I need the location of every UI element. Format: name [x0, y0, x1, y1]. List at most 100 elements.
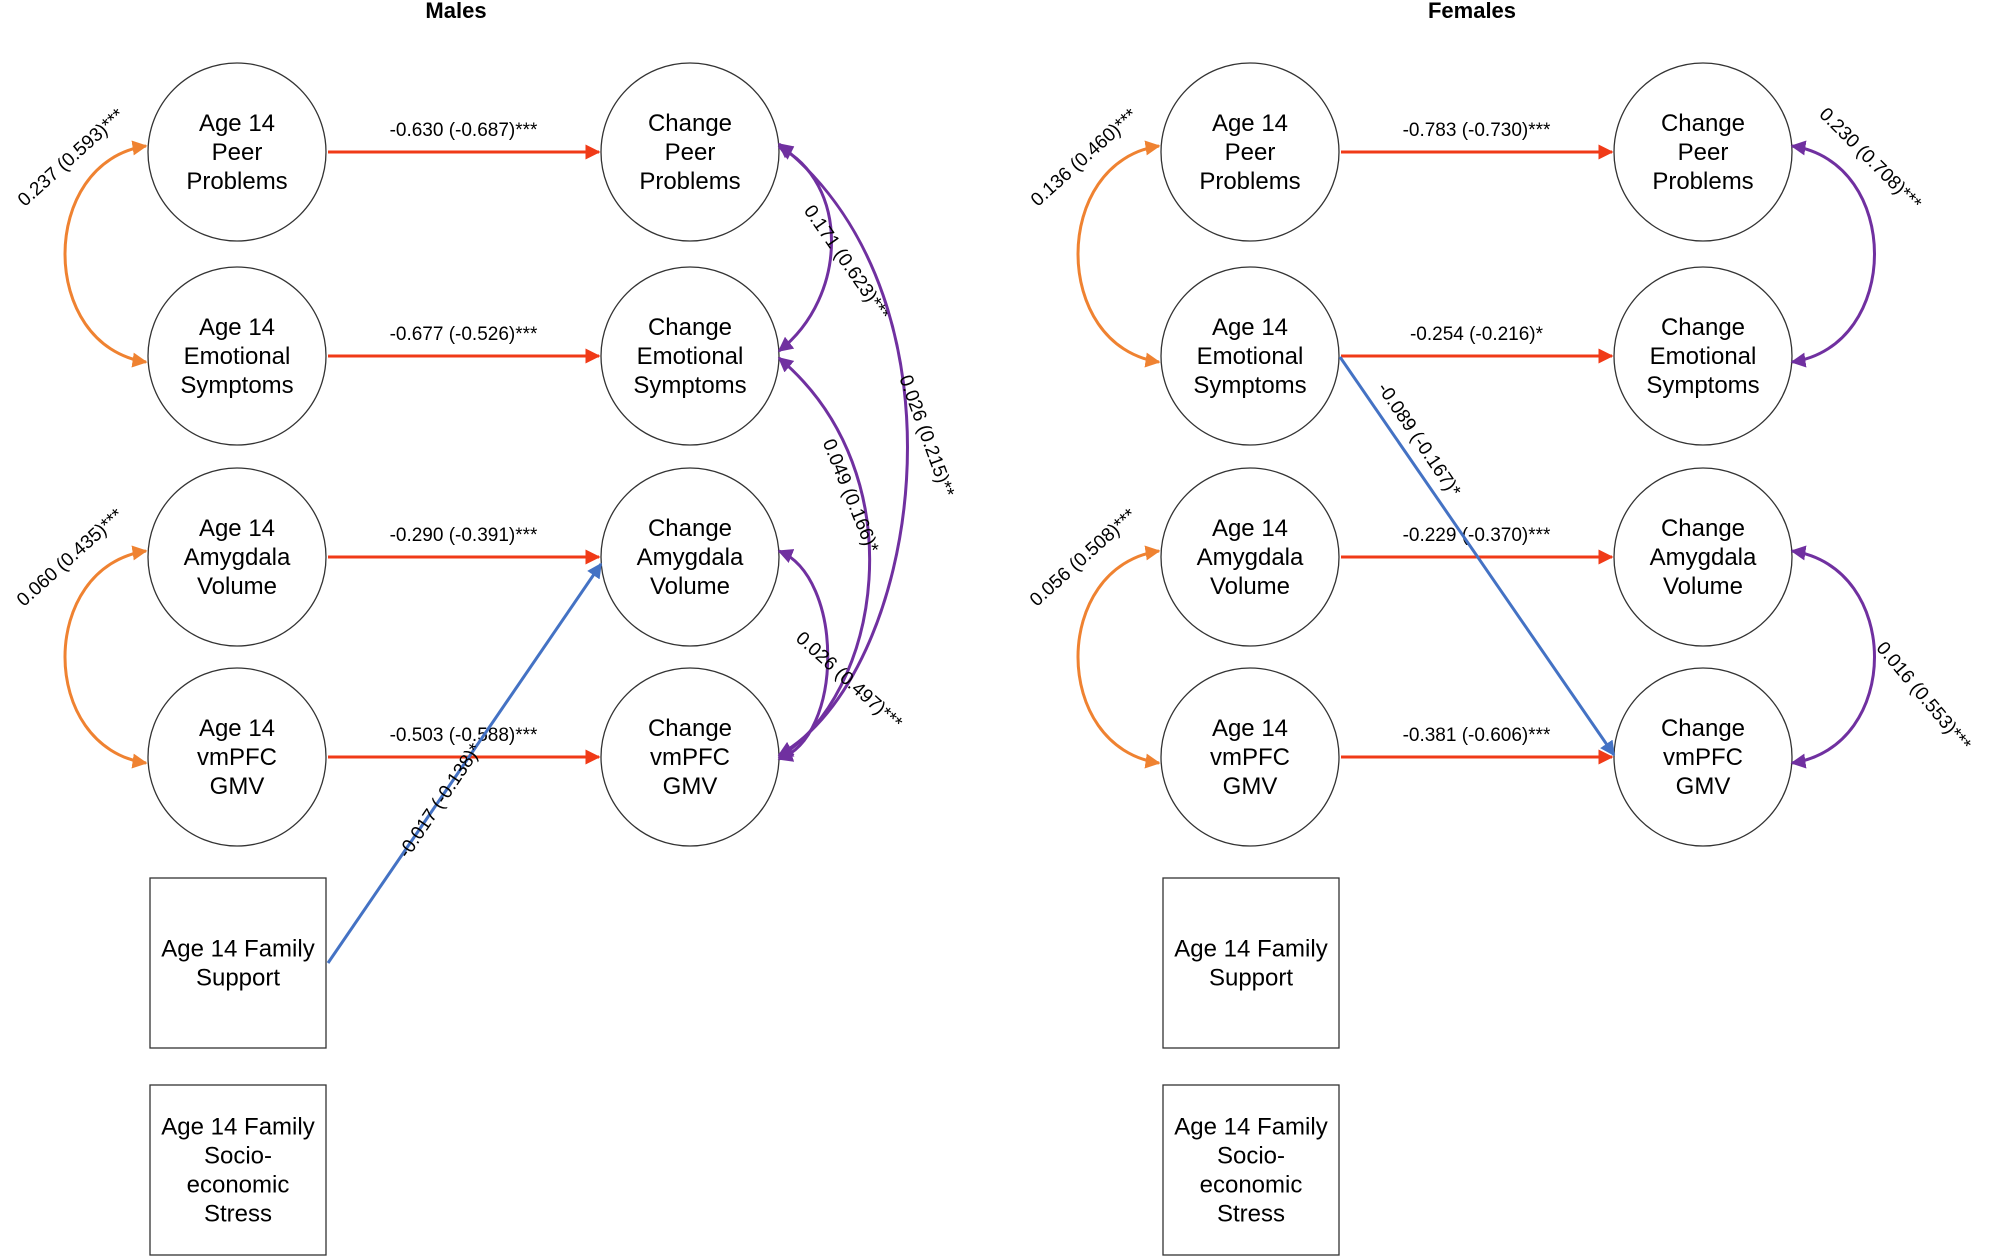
- node-chg-peer-label-3: Problems: [1652, 168, 1753, 195]
- node-chg-amy-label-2: Amygdala: [637, 544, 744, 571]
- node-chg-peer-label-3: Problems: [639, 168, 740, 195]
- node-age14-emo-label-3: Symptoms: [180, 372, 293, 399]
- edge-cov-chg-emo-vmpfc-arrow: [777, 356, 871, 759]
- node-age14-amy-label-3: Volume: [197, 573, 277, 600]
- node-chg-peer-label-1: Change: [648, 110, 732, 137]
- edge-cov-chg-amy-vmpfc-arrow: [777, 549, 830, 762]
- node-age14-emo-label-2: Emotional: [1197, 343, 1304, 370]
- node-chg-vmpfc-label-2: vmPFC: [1663, 744, 1743, 771]
- edge-emo-to-vmpfc-label: -0.089 (-0.167)*: [1373, 379, 1465, 502]
- edge-cov-age-amy-vmpfc-arrow: [1076, 545, 1161, 769]
- edge-cov-chg-amy-vmpfc-label: 0.016 (0.553)***: [1872, 638, 1975, 756]
- edge-emo_path-label: -0.677 (-0.526)***: [390, 324, 538, 345]
- node-age14-vmpfc-label-1: Age 14: [199, 715, 275, 742]
- node-family-support-box: [1162, 877, 1340, 1049]
- node-age14-vmpfc-label-1: Age 14: [1212, 715, 1288, 742]
- edge-cov-chg-peer-vmpfc-arrow: [777, 142, 909, 757]
- node-age14-peer-label-1: Age 14: [199, 110, 275, 137]
- node-age14-vmpfc-circle: [147, 667, 327, 847]
- node-family-ses-label-4: Stress: [1217, 1201, 1285, 1228]
- node-age14-amy-label-2: Amygdala: [1197, 544, 1304, 571]
- node-age14-vmpfc-label-3: GMV: [210, 773, 265, 800]
- edge-peer_path-label: -0.630 (-0.687)***: [390, 120, 538, 141]
- edge-cov-age-amy-vmpfc-label: 0.060 (0.435)***: [13, 504, 128, 610]
- node-chg-amy-label-1: Change: [648, 515, 732, 542]
- edge-support-to-amy-arrow: [326, 562, 603, 964]
- node-age14-amy-label-1: Age 14: [1212, 515, 1288, 542]
- node-age14-amy-label-1: Age 14: [199, 515, 275, 542]
- node-age14-emo-circle: [147, 266, 327, 446]
- node-age14-amy-label-2: Amygdala: [184, 544, 291, 571]
- edge-cov-chg-amy-vmpfc-label: 0.026 (0.497)***: [791, 628, 906, 734]
- node-family-ses-label-3: economic: [187, 1172, 290, 1199]
- node-chg-emo-label-2: Emotional: [637, 343, 744, 370]
- edge-emo-to-vmpfc-arrow: [1338, 356, 1616, 757]
- edge-cov-age-peer-emo-arrow: [1076, 140, 1161, 368]
- node-age14-peer-label-2: Peer: [212, 139, 263, 166]
- edge-cov-chg-peer-emo-arrow: [777, 145, 833, 353]
- edge-cov-chg-amy-vmpfc-arrow: [1790, 545, 1876, 769]
- node-chg-amy-label-1: Change: [1661, 515, 1745, 542]
- node-chg-amy-label-2: Amygdala: [1650, 544, 1757, 571]
- node-age14-amy-circle: [147, 467, 327, 647]
- node-family-ses-label-3: economic: [1200, 1172, 1303, 1199]
- node-chg-vmpfc-label-3: GMV: [663, 773, 718, 800]
- edge-peer_path-label: -0.783 (-0.730)***: [1403, 120, 1551, 141]
- node-age14-amy-label-3: Volume: [1210, 573, 1290, 600]
- node-chg-amy-label-3: Volume: [650, 573, 730, 600]
- node-family-support-label-2: Support: [1209, 965, 1293, 992]
- edge-vmpfc_path-label: -0.381 (-0.606)***: [1403, 725, 1551, 746]
- node-chg-amy-label-3: Volume: [1663, 573, 1743, 600]
- node-chg-peer-label-2: Peer: [665, 139, 716, 166]
- node-chg-peer-label-2: Peer: [1678, 139, 1729, 166]
- node-age14-vmpfc-circle: [1160, 667, 1340, 847]
- node-family-ses-label-2: Socio-: [204, 1143, 272, 1170]
- node-chg-vmpfc-label-1: Change: [1661, 715, 1745, 742]
- edge-amy_path-label: -0.229 (-0.370)***: [1403, 525, 1551, 546]
- node-family-support-label-1: Age 14 Family: [1174, 936, 1327, 963]
- node-chg-emo-label-2: Emotional: [1650, 343, 1757, 370]
- node-chg-vmpfc-label-2: vmPFC: [650, 744, 730, 771]
- node-family-support-label-2: Support: [196, 965, 280, 992]
- node-age14-peer-label-3: Problems: [186, 168, 287, 195]
- node-age14-emo-label-3: Symptoms: [1193, 372, 1306, 399]
- node-family-support-label-1: Age 14 Family: [161, 936, 314, 963]
- node-chg-peer-label-1: Change: [1661, 110, 1745, 137]
- node-chg-vmpfc-label-3: GMV: [1676, 773, 1731, 800]
- node-age14-peer-label-1: Age 14: [1212, 110, 1288, 137]
- node-family-support-box: [149, 877, 327, 1049]
- node-age14-peer-label-2: Peer: [1225, 139, 1276, 166]
- node-age14-emo-label-1: Age 14: [1212, 314, 1288, 341]
- node-chg-vmpfc-label-1: Change: [648, 715, 732, 742]
- node-family-ses-box: [149, 1084, 327, 1256]
- edge-cov-chg-peer-emo-arrow: [1790, 140, 1876, 368]
- edge-emo_path-label: -0.254 (-0.216)*: [1410, 324, 1544, 345]
- node-chg-emo-label-1: Change: [1661, 314, 1745, 341]
- node-age14-emo-label-2: Emotional: [184, 343, 291, 370]
- node-age14-vmpfc-label-2: vmPFC: [1210, 744, 1290, 771]
- edge-cov-chg-peer-vmpfc-label: 0.026 (0.215)**: [894, 372, 958, 500]
- edge-cov-age-amy-vmpfc-arrow: [63, 545, 148, 769]
- node-chg-emo-label-3: Symptoms: [1646, 372, 1759, 399]
- node-age14-vmpfc-label-3: GMV: [1223, 773, 1278, 800]
- panel-title-males: Males: [425, 0, 486, 23]
- node-family-ses-label-1: Age 14 Family: [161, 1114, 314, 1141]
- node-chg-emo-label-3: Symptoms: [633, 372, 746, 399]
